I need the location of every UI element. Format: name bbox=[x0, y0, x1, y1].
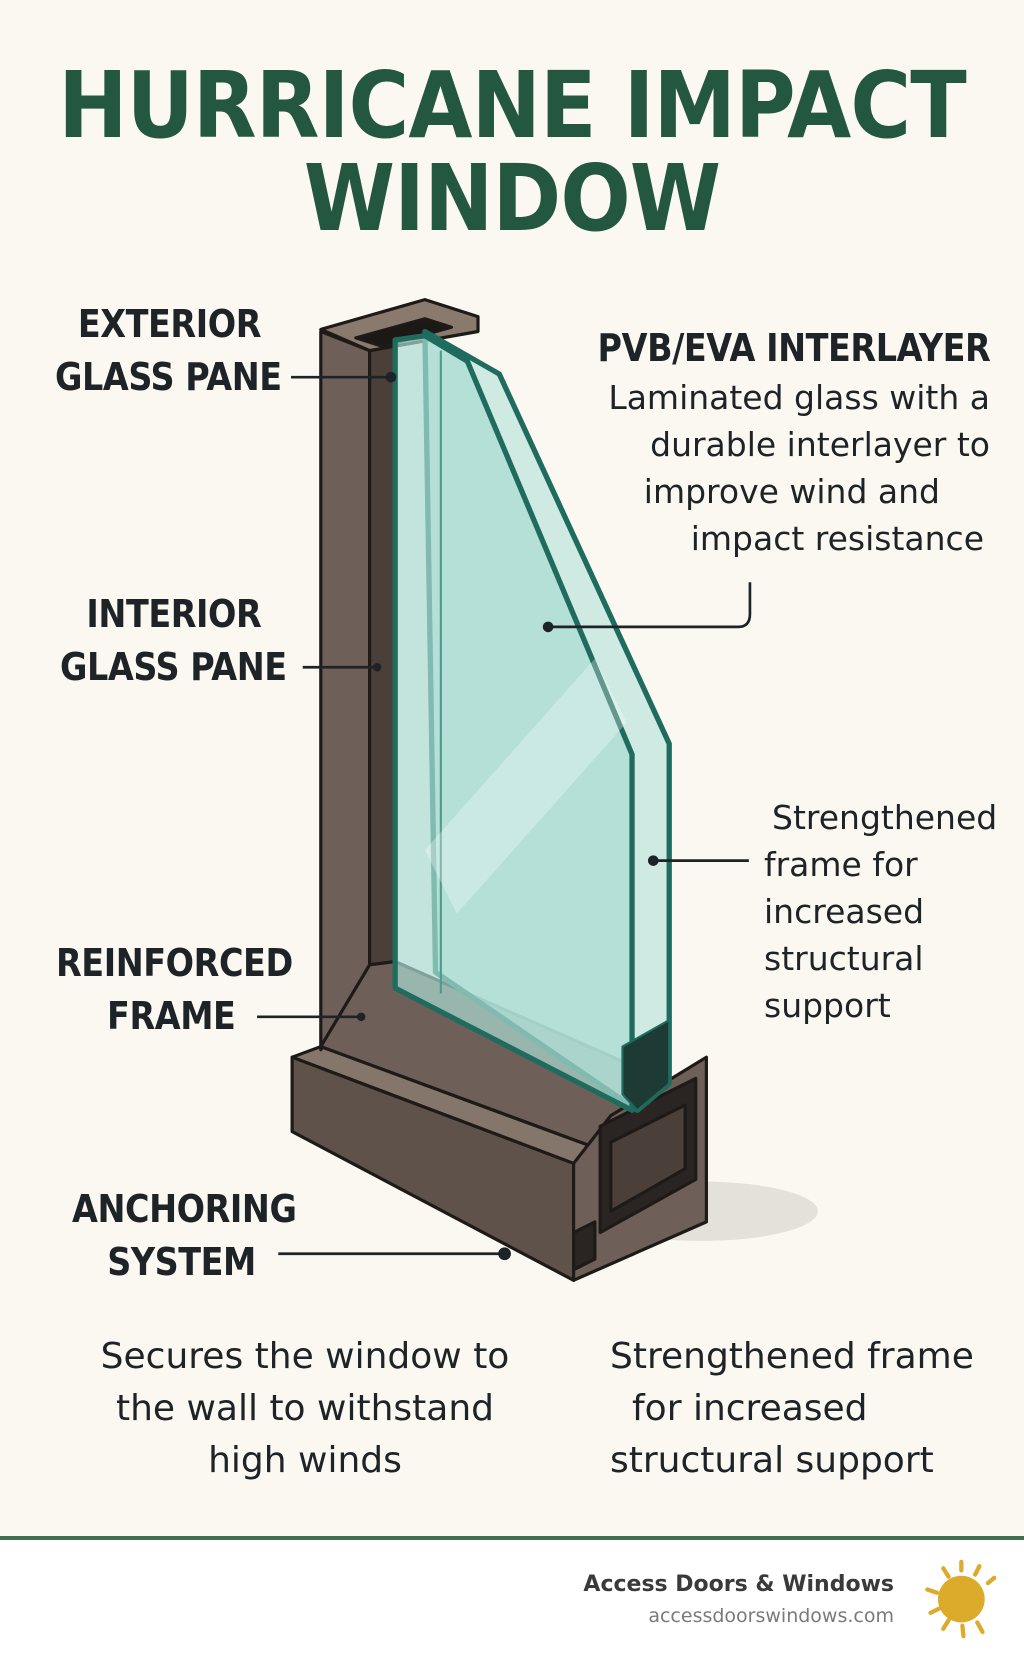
desc-line: Laminated glass with a bbox=[608, 378, 990, 417]
desc-line: Secures the window to bbox=[100, 1336, 510, 1377]
label-line: REINFORCED bbox=[56, 941, 293, 985]
desc-line: impact resistance bbox=[690, 519, 984, 558]
brand-url[interactable]: accessdoorswindows.com bbox=[648, 1605, 894, 1627]
desc-line: the wall to withstand bbox=[115, 1388, 495, 1429]
desc-line: high winds bbox=[208, 1440, 402, 1481]
page-title-line1: HURRICANE IMPACT bbox=[58, 52, 967, 159]
desc-line: durable interlayer to bbox=[650, 425, 990, 464]
desc-line: structural support bbox=[610, 1440, 934, 1481]
desc-line: Strengthened frame bbox=[610, 1336, 974, 1377]
reinforced-frame bbox=[290, 298, 708, 1282]
sun-icon bbox=[925, 1559, 997, 1639]
label-line: SYSTEM bbox=[107, 1240, 256, 1284]
frame-note: Strengthened frame for increased structu… bbox=[764, 794, 997, 1029]
label-line: INTERIOR bbox=[86, 592, 262, 636]
frame-description: Strengthened frame for increased structu… bbox=[610, 1331, 974, 1487]
desc-line: frame for bbox=[764, 845, 918, 884]
anchoring-description: Secures the window to the wall to withst… bbox=[75, 1331, 535, 1487]
desc-line: increased bbox=[764, 892, 925, 931]
leader-dots bbox=[356, 371, 659, 1261]
label-anchoring-system: ANCHORING SYSTEM bbox=[72, 1183, 297, 1289]
interlayer-callout: PVB/EVA INTERLAYER Laminated glass with … bbox=[544, 322, 990, 562]
footer bbox=[0, 1536, 1024, 1670]
desc-line: Strengthened bbox=[772, 798, 998, 837]
label-line: EXTERIOR bbox=[77, 302, 262, 346]
label-line: GLASS PANE bbox=[55, 355, 282, 399]
desc-line: structural bbox=[764, 939, 924, 978]
label-line: GLASS PANE bbox=[60, 645, 287, 689]
footer-brand: Access Doors & Windows accessdoorswindow… bbox=[583, 1570, 894, 1632]
desc-line: improve wind and bbox=[643, 472, 940, 511]
glass-panes bbox=[392, 328, 672, 1113]
label-line: ANCHORING bbox=[72, 1187, 297, 1231]
brand-name: Access Doors & Windows bbox=[583, 1572, 894, 1597]
desc-line: for increased bbox=[632, 1388, 868, 1429]
label-line: FRAME bbox=[107, 994, 236, 1038]
interlayer-title: PVB/EVA INTERLAYER bbox=[597, 326, 990, 370]
label-reinforced-frame: REINFORCED FRAME bbox=[56, 937, 293, 1043]
label-exterior-glass-pane: EXTERIOR GLASS PANE bbox=[55, 298, 282, 404]
desc-line: support bbox=[764, 986, 891, 1025]
leader-lines bbox=[257, 375, 752, 1256]
page-title-line2: WINDOW bbox=[303, 145, 721, 252]
label-interior-glass-pane: INTERIOR GLASS PANE bbox=[60, 588, 287, 694]
